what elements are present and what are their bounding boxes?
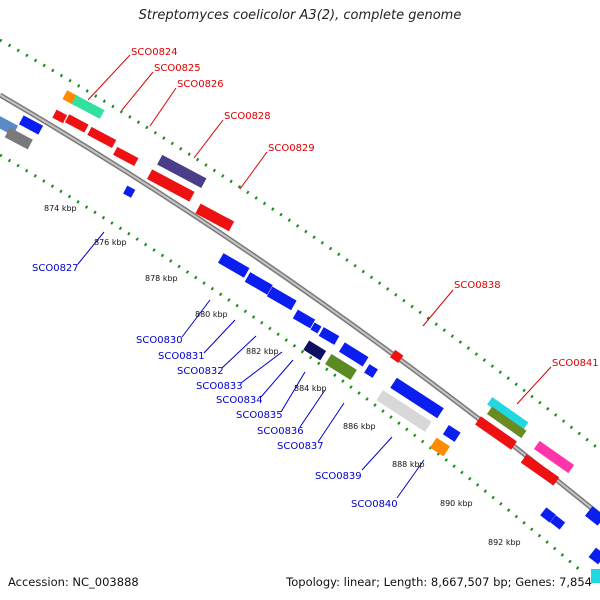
gene-label-sco0832[interactable]: SCO0832 xyxy=(177,366,224,377)
gene-block[interactable] xyxy=(71,95,105,119)
gene-label-sco0839[interactable]: SCO0839 xyxy=(315,471,362,482)
gene-label-sco0833[interactable]: SCO0833 xyxy=(196,381,243,392)
leader-line xyxy=(260,359,294,398)
gene-label-sco0838[interactable]: SCO0838 xyxy=(454,280,501,291)
gene-block[interactable] xyxy=(325,353,357,381)
gene-block[interactable] xyxy=(195,203,235,232)
gene-block[interactable] xyxy=(475,416,517,450)
tick-label: 886 kbp xyxy=(343,422,376,431)
leader-line xyxy=(87,54,131,101)
gene-block[interactable] xyxy=(244,272,273,295)
gene-block[interactable] xyxy=(18,115,44,135)
leader-line xyxy=(149,87,177,127)
leader-line xyxy=(396,459,425,499)
gene-block[interactable] xyxy=(487,397,529,430)
tick-label: 888 kbp xyxy=(392,460,425,469)
leader-line xyxy=(299,389,326,428)
tick-label: 880 kbp xyxy=(195,310,228,319)
gene-label-sco0841[interactable]: SCO0841 xyxy=(552,358,599,369)
gene-block[interactable] xyxy=(486,406,527,439)
leader-line xyxy=(221,335,257,369)
gene-block[interactable] xyxy=(303,340,327,361)
gene-block[interactable] xyxy=(218,253,250,278)
gene-label-sco0840[interactable]: SCO0840 xyxy=(351,499,398,510)
gene-block[interactable] xyxy=(376,390,432,432)
gene-label-sco0836[interactable]: SCO0836 xyxy=(257,426,304,437)
gene-block[interactable] xyxy=(390,377,444,419)
leader-line xyxy=(239,151,268,190)
leader-line xyxy=(121,71,154,111)
dotted-guides xyxy=(0,38,600,572)
gene-block[interactable] xyxy=(520,454,560,486)
leader-line xyxy=(361,436,393,471)
forward-genes xyxy=(52,90,575,486)
gene-label-sco0834[interactable]: SCO0834 xyxy=(216,395,263,406)
gene-block[interactable] xyxy=(52,109,68,124)
leader-line xyxy=(317,402,345,443)
gene-label-sco0827[interactable]: SCO0827 xyxy=(32,263,79,274)
leader-line xyxy=(240,351,283,384)
gene-block[interactable] xyxy=(540,507,556,523)
accession-label: Accession: NC_003888 xyxy=(8,575,139,589)
gene-block[interactable] xyxy=(123,185,136,198)
gene-label-sco0830[interactable]: SCO0830 xyxy=(136,335,183,346)
gene-block[interactable] xyxy=(338,342,369,367)
forward-leader-lines xyxy=(87,54,552,405)
gene-block[interactable] xyxy=(588,547,600,565)
gene-block[interactable] xyxy=(266,286,297,311)
tick-label: 884 kbp xyxy=(294,384,327,393)
leader-line xyxy=(193,119,224,159)
reverse-genes xyxy=(0,115,600,583)
tick-label: 876 kbp xyxy=(94,238,127,247)
genome-backbone-highlight xyxy=(0,94,600,516)
tick-label: 882 kbp xyxy=(246,347,279,356)
gene-block[interactable] xyxy=(146,169,195,202)
tick-label: 890 kbp xyxy=(440,499,473,508)
gene-block[interactable] xyxy=(533,440,575,474)
gene-label-sco0828[interactable]: SCO0828 xyxy=(224,111,271,122)
gene-block[interactable] xyxy=(64,114,89,133)
gene-block[interactable] xyxy=(310,322,322,334)
gene-block[interactable] xyxy=(113,146,139,167)
leader-line xyxy=(516,366,552,405)
tick-label: 892 kbp xyxy=(488,538,521,547)
gene-block[interactable] xyxy=(364,364,378,378)
gene-label-sco0831[interactable]: SCO0831 xyxy=(158,351,205,362)
leader-line xyxy=(422,289,454,327)
genome-backbone xyxy=(0,92,600,517)
gene-block[interactable] xyxy=(87,126,117,148)
leader-line xyxy=(280,371,306,413)
leader-line xyxy=(77,231,105,265)
leader-line xyxy=(203,319,236,354)
gene-label-sco0826[interactable]: SCO0826 xyxy=(177,79,224,90)
map-title: Streptomyces coelicolor A3(2), complete … xyxy=(138,8,462,23)
gene-block[interactable] xyxy=(390,349,404,363)
leader-line xyxy=(181,299,211,338)
gene-block[interactable] xyxy=(591,569,600,583)
gene-label-sco0829[interactable]: SCO0829 xyxy=(268,143,315,154)
tick-label: 874 kbp xyxy=(44,204,77,213)
gene-label-sco0824[interactable]: SCO0824 xyxy=(131,47,178,58)
gene-block[interactable] xyxy=(4,127,33,150)
gene-block[interactable] xyxy=(442,424,461,442)
gene-block[interactable] xyxy=(430,437,450,457)
tick-label: 878 kbp xyxy=(145,274,178,283)
gene-block[interactable] xyxy=(585,506,600,526)
topology-label: Topology: linear; Length: 8,667,507 bp; … xyxy=(286,575,592,589)
reverse-gene-labels: SCO0827 SCO0830 SCO0831 SCO0832 SCO0833 … xyxy=(32,263,398,510)
forward-gene-labels: SCO0824 SCO0825 SCO0826 SCO0828 SCO0829 … xyxy=(131,47,599,369)
gene-block[interactable] xyxy=(292,309,316,329)
gene-label-sco0837[interactable]: SCO0837 xyxy=(277,441,324,452)
gene-block[interactable] xyxy=(157,154,207,189)
reverse-leader-lines xyxy=(77,231,425,499)
position-ticks: 874 kbp 876 kbp 878 kbp 880 kbp 882 kbp … xyxy=(44,204,521,547)
gene-label-sco0825[interactable]: SCO0825 xyxy=(154,63,201,74)
gene-label-sco0835[interactable]: SCO0835 xyxy=(236,410,283,421)
gene-block[interactable] xyxy=(550,515,566,530)
gene-block[interactable] xyxy=(318,327,340,345)
inner-guide-dots xyxy=(0,153,581,572)
